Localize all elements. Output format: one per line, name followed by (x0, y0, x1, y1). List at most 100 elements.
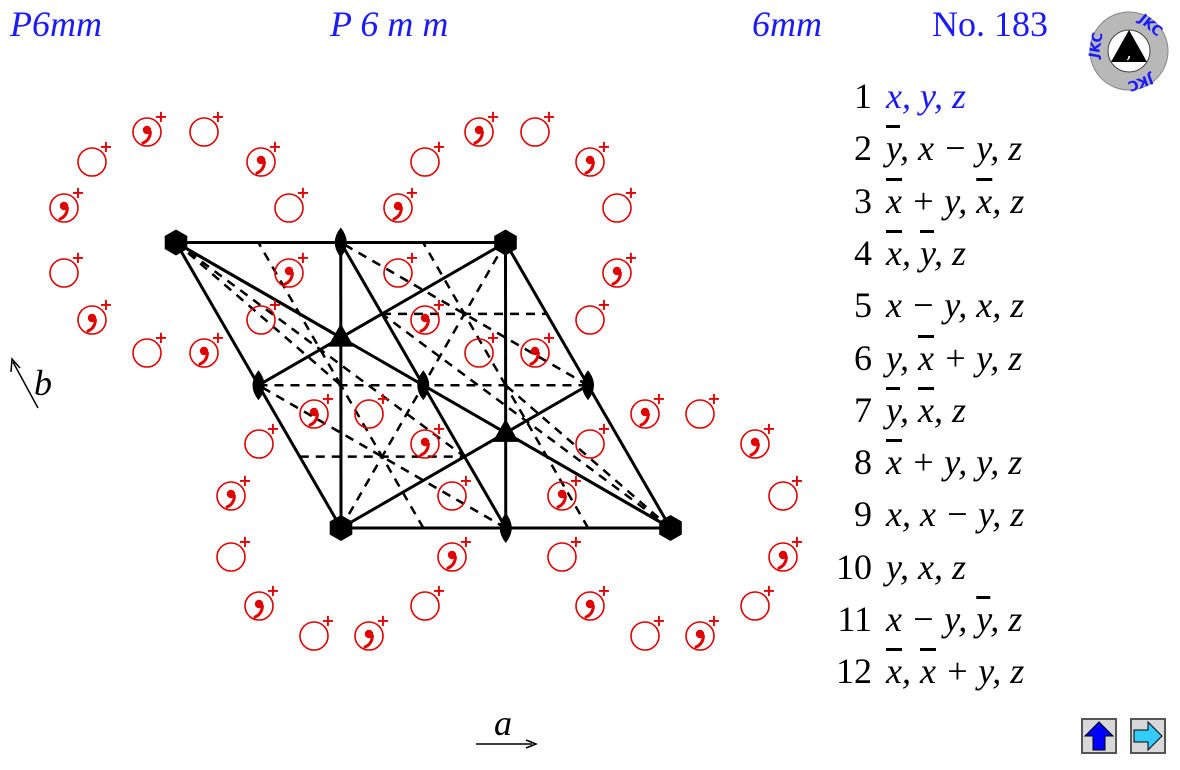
position-marker: + (547, 532, 583, 572)
position-marker: + (274, 183, 310, 223)
jkc-logo-icon[interactable]: , JKC JKC JKC (1088, 10, 1170, 92)
position-marker: + (630, 611, 666, 651)
position-marker: + (410, 581, 446, 621)
svg-text:+: + (71, 248, 84, 267)
position-marker-comma: + (547, 471, 583, 511)
svg-text:+: + (211, 328, 224, 347)
threefold-axes (327, 323, 519, 442)
position-number: 11 (837, 599, 872, 639)
glide-line (504, 384, 672, 529)
position-marker-comma: + (410, 419, 446, 459)
position-marker: + (49, 248, 85, 288)
position-marker-comma: + (740, 419, 776, 459)
svg-text:+: + (405, 183, 418, 202)
position-marker-comma: + (630, 389, 666, 429)
svg-text:+: + (266, 581, 279, 600)
position-marker-comma: + (575, 137, 611, 177)
position-marker: + (768, 471, 804, 511)
position-marker-comma: + (520, 328, 556, 368)
svg-text:+: + (376, 611, 389, 630)
position-expression: y, x − y, z (886, 128, 1023, 169)
svg-text:+: + (707, 389, 720, 408)
position-number: 8 (854, 442, 872, 483)
position-number: 5 (854, 285, 872, 326)
b-axis-label: b (34, 363, 52, 403)
svg-text:+: + (432, 581, 445, 600)
svg-text:+: + (238, 532, 251, 551)
sixfold-axis-icon (329, 515, 353, 541)
position-marker-comma: + (768, 532, 804, 572)
position-expression: x, y, z (886, 76, 966, 116)
up-arrow-icon (1083, 721, 1115, 751)
svg-text:+: + (542, 328, 555, 347)
svg-text:+: + (486, 107, 499, 126)
svg-text:+: + (597, 295, 610, 314)
twofold-axis-icon (252, 370, 265, 401)
position-marker: + (383, 248, 419, 288)
svg-text:+: + (597, 137, 610, 156)
position-marker: + (189, 107, 225, 147)
glide-line (175, 241, 342, 387)
twofold-axis-icon (499, 513, 512, 543)
position-marker: + (437, 471, 473, 511)
svg-text:+: + (268, 137, 281, 156)
position-marker: + (740, 581, 776, 621)
position-number: 4 (854, 232, 872, 273)
mirror-line (504, 383, 589, 435)
svg-text:+: + (459, 471, 472, 490)
sixfold-axes (164, 229, 682, 541)
svg-text:+: + (266, 419, 279, 438)
position-marker: + (575, 419, 611, 459)
space-group-number: No. 183 (932, 4, 1048, 44)
next-button[interactable] (1130, 718, 1166, 754)
position-marker-comma: + (383, 183, 419, 223)
svg-text:+: + (268, 295, 281, 314)
position-expression: x, x − y, z (886, 494, 1025, 535)
position-marker-comma: + (49, 183, 85, 223)
position-number: 1 (854, 76, 872, 116)
position-marker-comma: + (299, 389, 335, 429)
svg-text:+: + (459, 532, 472, 551)
svg-text:,: , (1126, 42, 1132, 63)
position-marker: + (464, 328, 500, 368)
position-number: 10 (836, 546, 872, 587)
svg-text:+: + (211, 107, 224, 126)
position-expression: x, y, z (886, 232, 966, 273)
position-marker: + (244, 419, 280, 459)
mirror-line (340, 241, 507, 339)
general-position-11: 11 x − y, y, z (826, 593, 1022, 645)
up-button[interactable] (1081, 718, 1117, 754)
point-group-symbol: 6mm (752, 4, 822, 44)
svg-text:+: + (486, 328, 499, 347)
position-marker-comma: + (216, 471, 252, 511)
mirror-line (257, 336, 342, 387)
svg-text:+: + (405, 248, 418, 267)
svg-text:+: + (624, 248, 637, 267)
position-marker-comma: + (246, 137, 282, 177)
svg-text:+: + (99, 295, 112, 314)
threefold-axis-icon (327, 323, 354, 347)
svg-text:+: + (238, 471, 251, 490)
position-number: 9 (854, 494, 872, 535)
sixfold-axis-icon (164, 229, 188, 256)
mirror-line (504, 431, 672, 530)
mirror-line (175, 241, 342, 339)
position-expression: x, x + y, z (886, 651, 1025, 692)
mirror-line (340, 431, 507, 530)
position-expression: x − y, y, z (886, 599, 1023, 639)
position-marker-comma: + (132, 107, 168, 147)
svg-text:+: + (154, 107, 167, 126)
position-marker-comma: + (575, 581, 611, 621)
svg-text:+: + (432, 419, 445, 438)
symmetry-diagram: + + + + + + + + + + + + + + + + + + + + + + + + + + + + + + + + + + + + + + + +… (10, 107, 804, 749)
space-group-full-symbol: P 6 m m (330, 4, 449, 44)
svg-text:+: + (762, 419, 775, 438)
position-number: 3 (854, 180, 872, 221)
svg-text:+: + (652, 611, 665, 630)
position-marker: + (354, 389, 390, 429)
position-marker: + (132, 328, 168, 368)
svg-text:+: + (569, 532, 582, 551)
position-marker: + (685, 389, 721, 429)
